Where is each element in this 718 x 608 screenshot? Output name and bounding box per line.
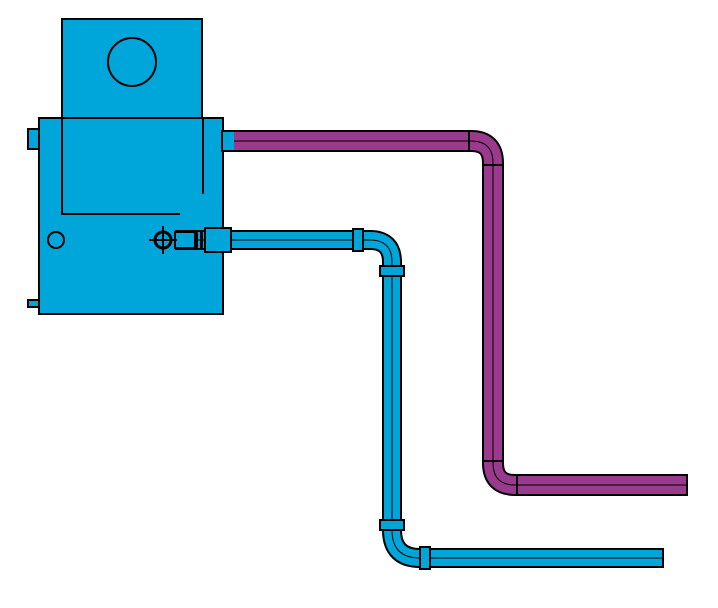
left-stub-bottom — [27, 299, 40, 308]
boiler-inner-outline — [61, 118, 180, 215]
supply-coupling-2 — [379, 265, 405, 277]
return-pipe — [234, 130, 688, 496]
supply-coupling-4 — [419, 546, 431, 570]
right-stub — [221, 130, 237, 152]
supply-fitting — [204, 227, 232, 253]
valve-icon — [149, 226, 177, 254]
supply-pipe — [174, 227, 664, 570]
supply-coupling-3 — [379, 519, 405, 531]
supply-pipe-centerline — [175, 239, 664, 559]
left-stub-top — [27, 128, 40, 150]
return-pipe-centerline — [234, 140, 688, 486]
indicator-light-icon — [47, 231, 65, 249]
gauge-icon — [107, 37, 157, 87]
boiler-body — [38, 117, 224, 315]
supply-stub — [174, 231, 196, 249]
supply-union-right — [200, 230, 203, 250]
supply-union-left — [195, 230, 198, 250]
boiler-unit — [27, 18, 237, 315]
supply-coupling-1 — [352, 228, 364, 252]
